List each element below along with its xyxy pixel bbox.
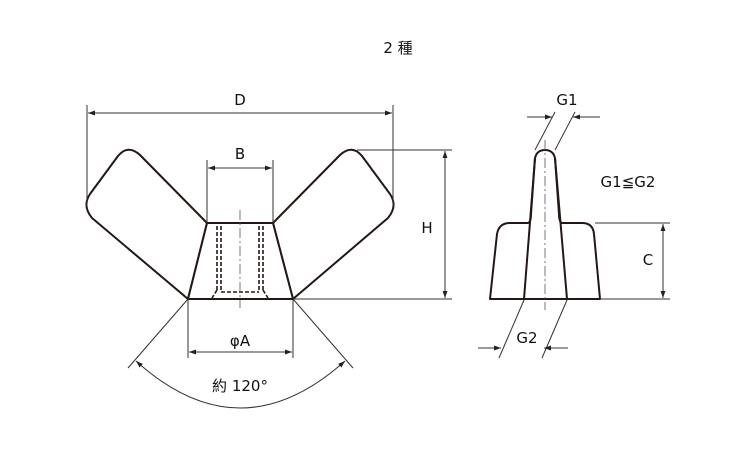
stem-right-edge [554,157,568,300]
stem-left-edge [523,157,536,300]
side-view: G1 G2 C G1≦G2 [478,91,670,359]
label-B: B [235,145,245,163]
front-view: D B H φA 約 120° [85,91,452,409]
left-wing [85,148,208,300]
label-angle: 約 120° [212,377,268,395]
label-D: D [234,91,246,109]
drawing-title: 2 種 [383,39,412,57]
label-G2: G2 [516,329,537,347]
label-A: φA [230,332,251,350]
relation-note: G1≦G2 [601,173,656,191]
label-H: H [421,219,432,237]
angle-arc [135,360,346,409]
label-C: C [643,251,653,269]
right-wing [272,148,395,300]
label-G1: G1 [556,91,577,109]
